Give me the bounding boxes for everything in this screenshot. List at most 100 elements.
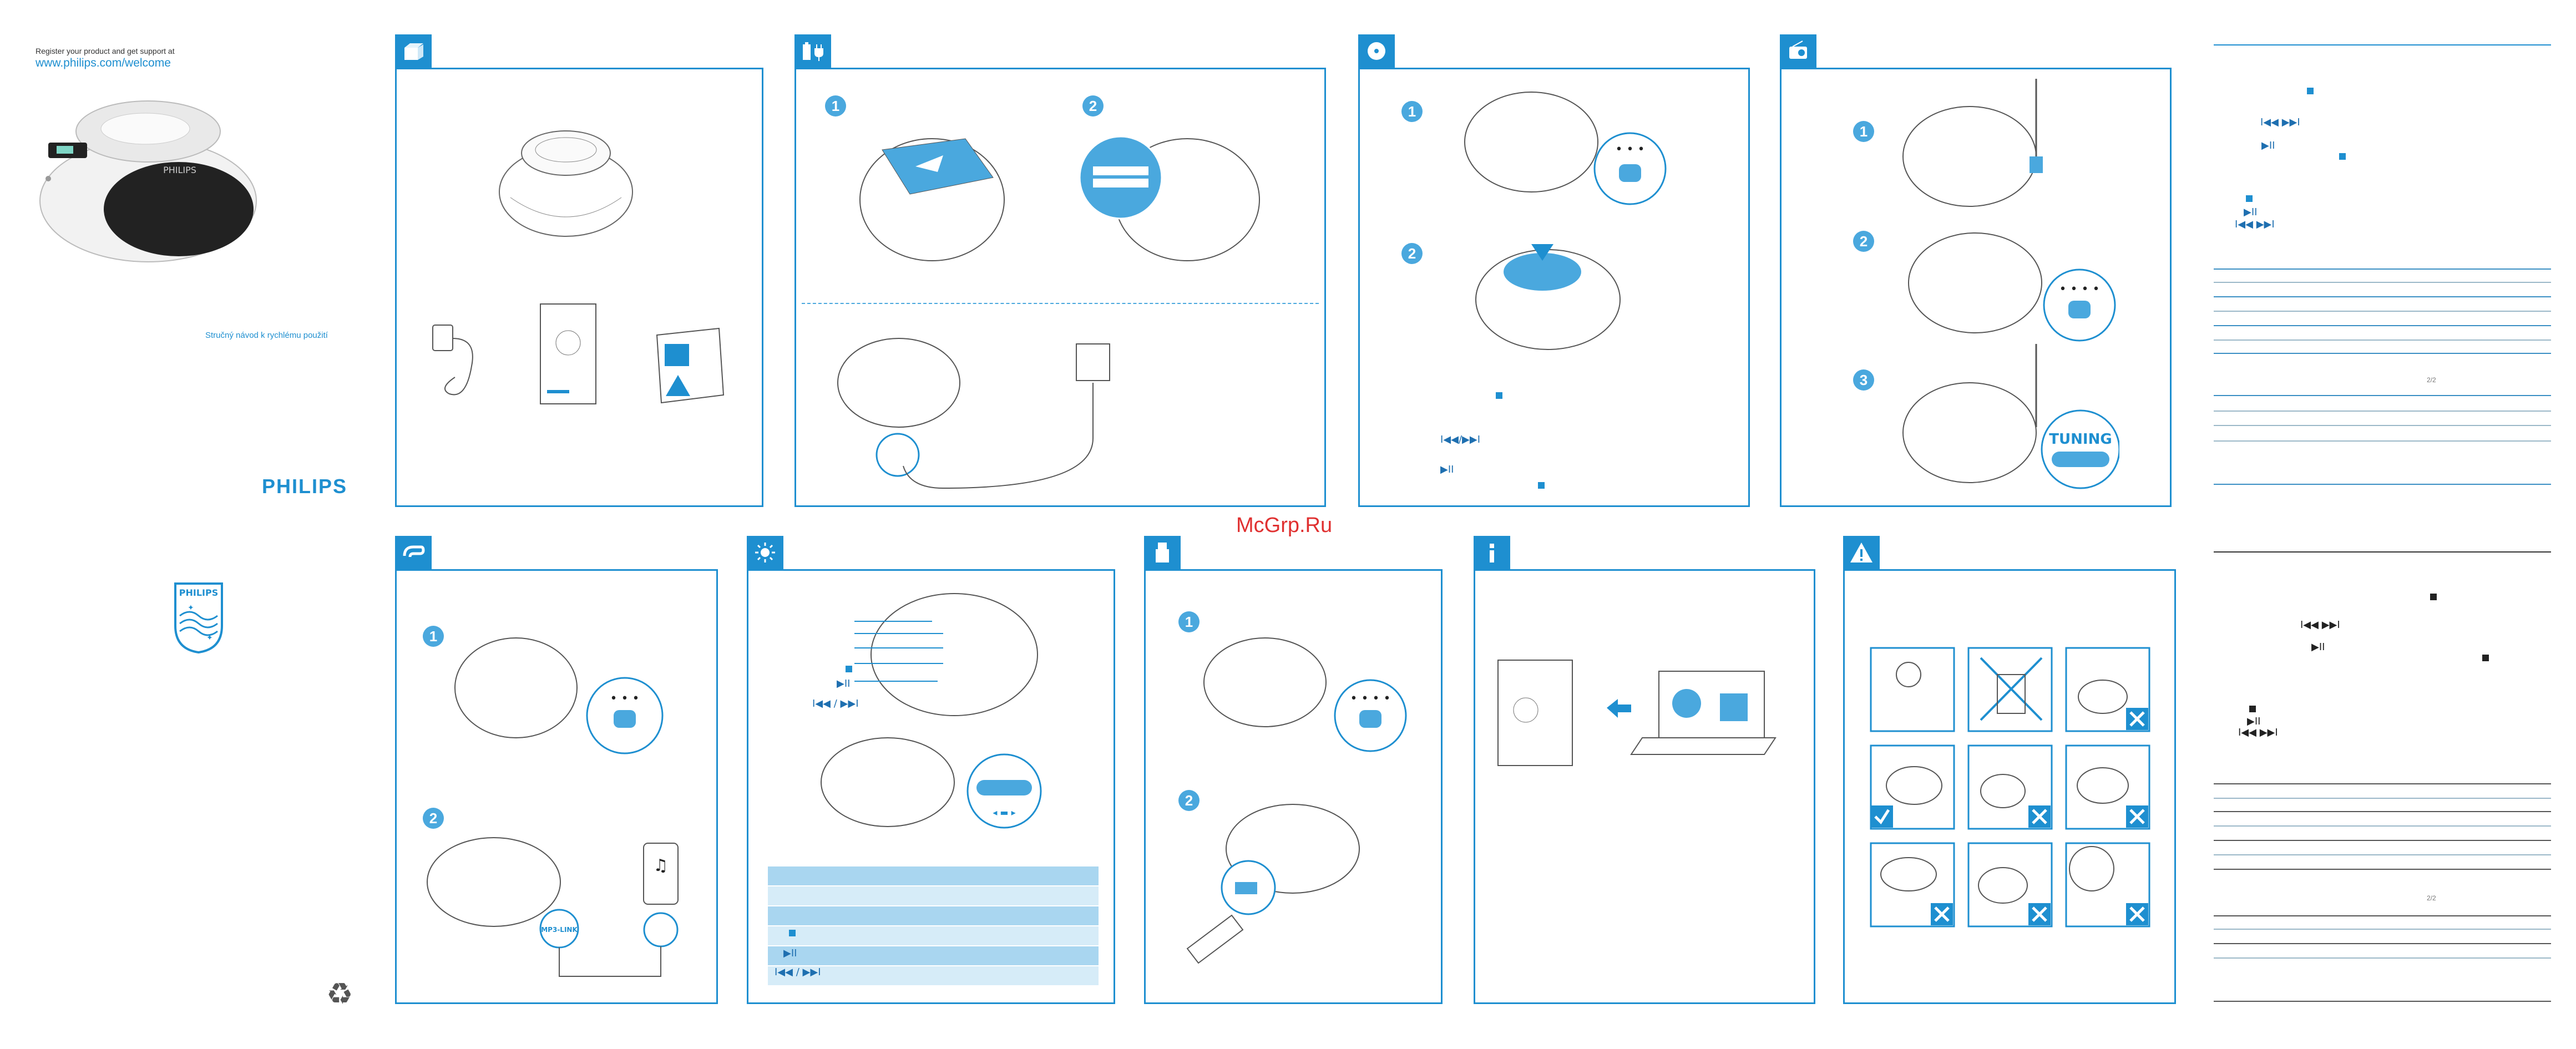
tuning-label: TUNING (2049, 431, 2112, 448)
stop-symbol (1538, 482, 1545, 489)
spec-line (2214, 869, 2551, 870)
svg-text:◂ ▬ ▸: ◂ ▬ ▸ (993, 807, 1015, 818)
spec-line (2214, 395, 2551, 396)
spec-line (2214, 798, 2551, 799)
stop-symbol (2246, 195, 2253, 202)
panel-controls (747, 569, 1115, 1004)
prev-next-symbol: I◀◀/▶▶I (1440, 434, 1481, 445)
tuning-illustration: TUNING (1902, 344, 2119, 489)
tab-audio-in (395, 536, 432, 569)
svg-text:• • • •: • • • • (1350, 692, 1391, 706)
stop-symbol (1496, 392, 1502, 399)
stop-symbol (846, 666, 852, 672)
step-number: 2 (1853, 231, 1874, 252)
play-pause-symbol: ▶II (1440, 464, 1454, 475)
box-icon (404, 43, 423, 60)
spec-line (2214, 811, 2551, 812)
panel-cd (1358, 68, 1750, 507)
product-image: PHILIPS (39, 100, 257, 262)
radio-source-illustration: • • • • (1908, 232, 2116, 342)
step-number: 1 (825, 95, 846, 116)
spec-line (2214, 929, 2551, 930)
cover-register-text: Register your product and get support at (36, 47, 175, 55)
spec-line (2214, 943, 2551, 944)
stop-symbol (789, 930, 796, 936)
prev-next-symbol: I◀◀ ▶▶I (2238, 727, 2278, 738)
table-row (768, 886, 1099, 905)
usb-insert-illustration (1186, 804, 1360, 964)
leaflet-illustration (656, 327, 725, 404)
watermark-text: McGrp.Ru (1236, 514, 1333, 537)
adapter-illustration (432, 325, 473, 396)
tab-usb (1144, 536, 1181, 569)
cover-website-link[interactable]: www.philips.com/welcome (36, 57, 171, 69)
spec-rule-top (2214, 44, 2551, 45)
stop-symbol (2482, 655, 2489, 661)
cd-insert-illustration (1475, 244, 1621, 350)
spec-line (2214, 440, 2551, 442)
product-image-brand: PHILIPS (163, 165, 196, 175)
cover-guide-title: Stručný návod k rychlému použití (205, 331, 328, 340)
tab-info (1474, 536, 1510, 569)
svg-text:✦: ✦ (188, 604, 194, 612)
stop-symbol (2339, 153, 2346, 160)
panel-box-contents (395, 68, 763, 507)
spec-page-mark: 2/2 (2427, 376, 2436, 384)
usb-source-illustration: • • • • (1203, 637, 1407, 752)
manual-illustration (540, 303, 596, 404)
spec-line (2214, 854, 2551, 855)
prev-next-symbol: I◀◀ ▶▶I (2300, 619, 2340, 631)
spec-line (2214, 353, 2551, 354)
spec-line (2214, 311, 2551, 312)
panel-audio-in (395, 569, 718, 1004)
panel-safety (1843, 569, 2176, 1004)
controls-top-illustration (854, 593, 1038, 716)
warning-icon (1850, 543, 1872, 562)
step-number: 3 (1853, 369, 1874, 391)
safety-grid (1870, 647, 2150, 928)
dashed-divider (802, 303, 1319, 304)
audio-source-illustration: • • • (454, 637, 664, 754)
usb-icon (1156, 543, 1169, 562)
spec-page-mark: 2/2 (2427, 894, 2436, 902)
play-pause-symbol: ▶II (2261, 140, 2275, 151)
table-row (768, 866, 1099, 885)
recycle-icon: ♻ (326, 976, 353, 1011)
tab-power (794, 34, 831, 68)
step-number: 1 (1178, 611, 1200, 632)
mp3-link-label: MP3-LINK (541, 926, 578, 934)
step-number: 2 (1082, 95, 1104, 116)
table-row (768, 906, 1099, 925)
boombox-illustration (499, 130, 633, 237)
svg-text:♫: ♫ (654, 856, 669, 875)
spec-line (2214, 957, 2551, 959)
spec-line (2214, 840, 2551, 841)
info-icon (1490, 544, 1494, 562)
panel-power (794, 68, 1326, 507)
play-pause-symbol: ▶II (2311, 641, 2325, 653)
antenna-illustration (1902, 79, 2043, 207)
step-number: 1 (423, 626, 444, 647)
play-pause-symbol: ▶II (2247, 716, 2261, 727)
spec-line (2214, 825, 2551, 827)
prev-next-symbol: I◀◀ ▶▶I (2260, 116, 2300, 128)
battery-plug-icon (803, 42, 823, 61)
spec-rule-bottom (2214, 551, 2551, 553)
prev-next-symbol: I◀◀ / ▶▶I (812, 698, 859, 710)
step-number: 1 (1401, 101, 1423, 122)
audio-in-icon (403, 545, 425, 558)
svg-text:• • •: • • • (610, 692, 640, 706)
panel-radio (1780, 68, 2172, 507)
spec-line (2214, 268, 2551, 270)
step-number: 2 (1178, 790, 1200, 811)
play-pause-symbol: ▶II (837, 678, 851, 690)
svg-text:• • •: • • • (1616, 143, 1645, 156)
stop-symbol (2430, 594, 2437, 600)
spec-line (2214, 484, 2551, 485)
cd-source-illustration: • • • (1464, 92, 1667, 205)
tab-controls (747, 536, 783, 569)
disc-icon (1368, 42, 1385, 60)
philips-shield-logo: PHILIPS ✦ ✦ (174, 582, 223, 654)
spec-line (2214, 783, 2551, 784)
stop-symbol (2249, 706, 2256, 712)
